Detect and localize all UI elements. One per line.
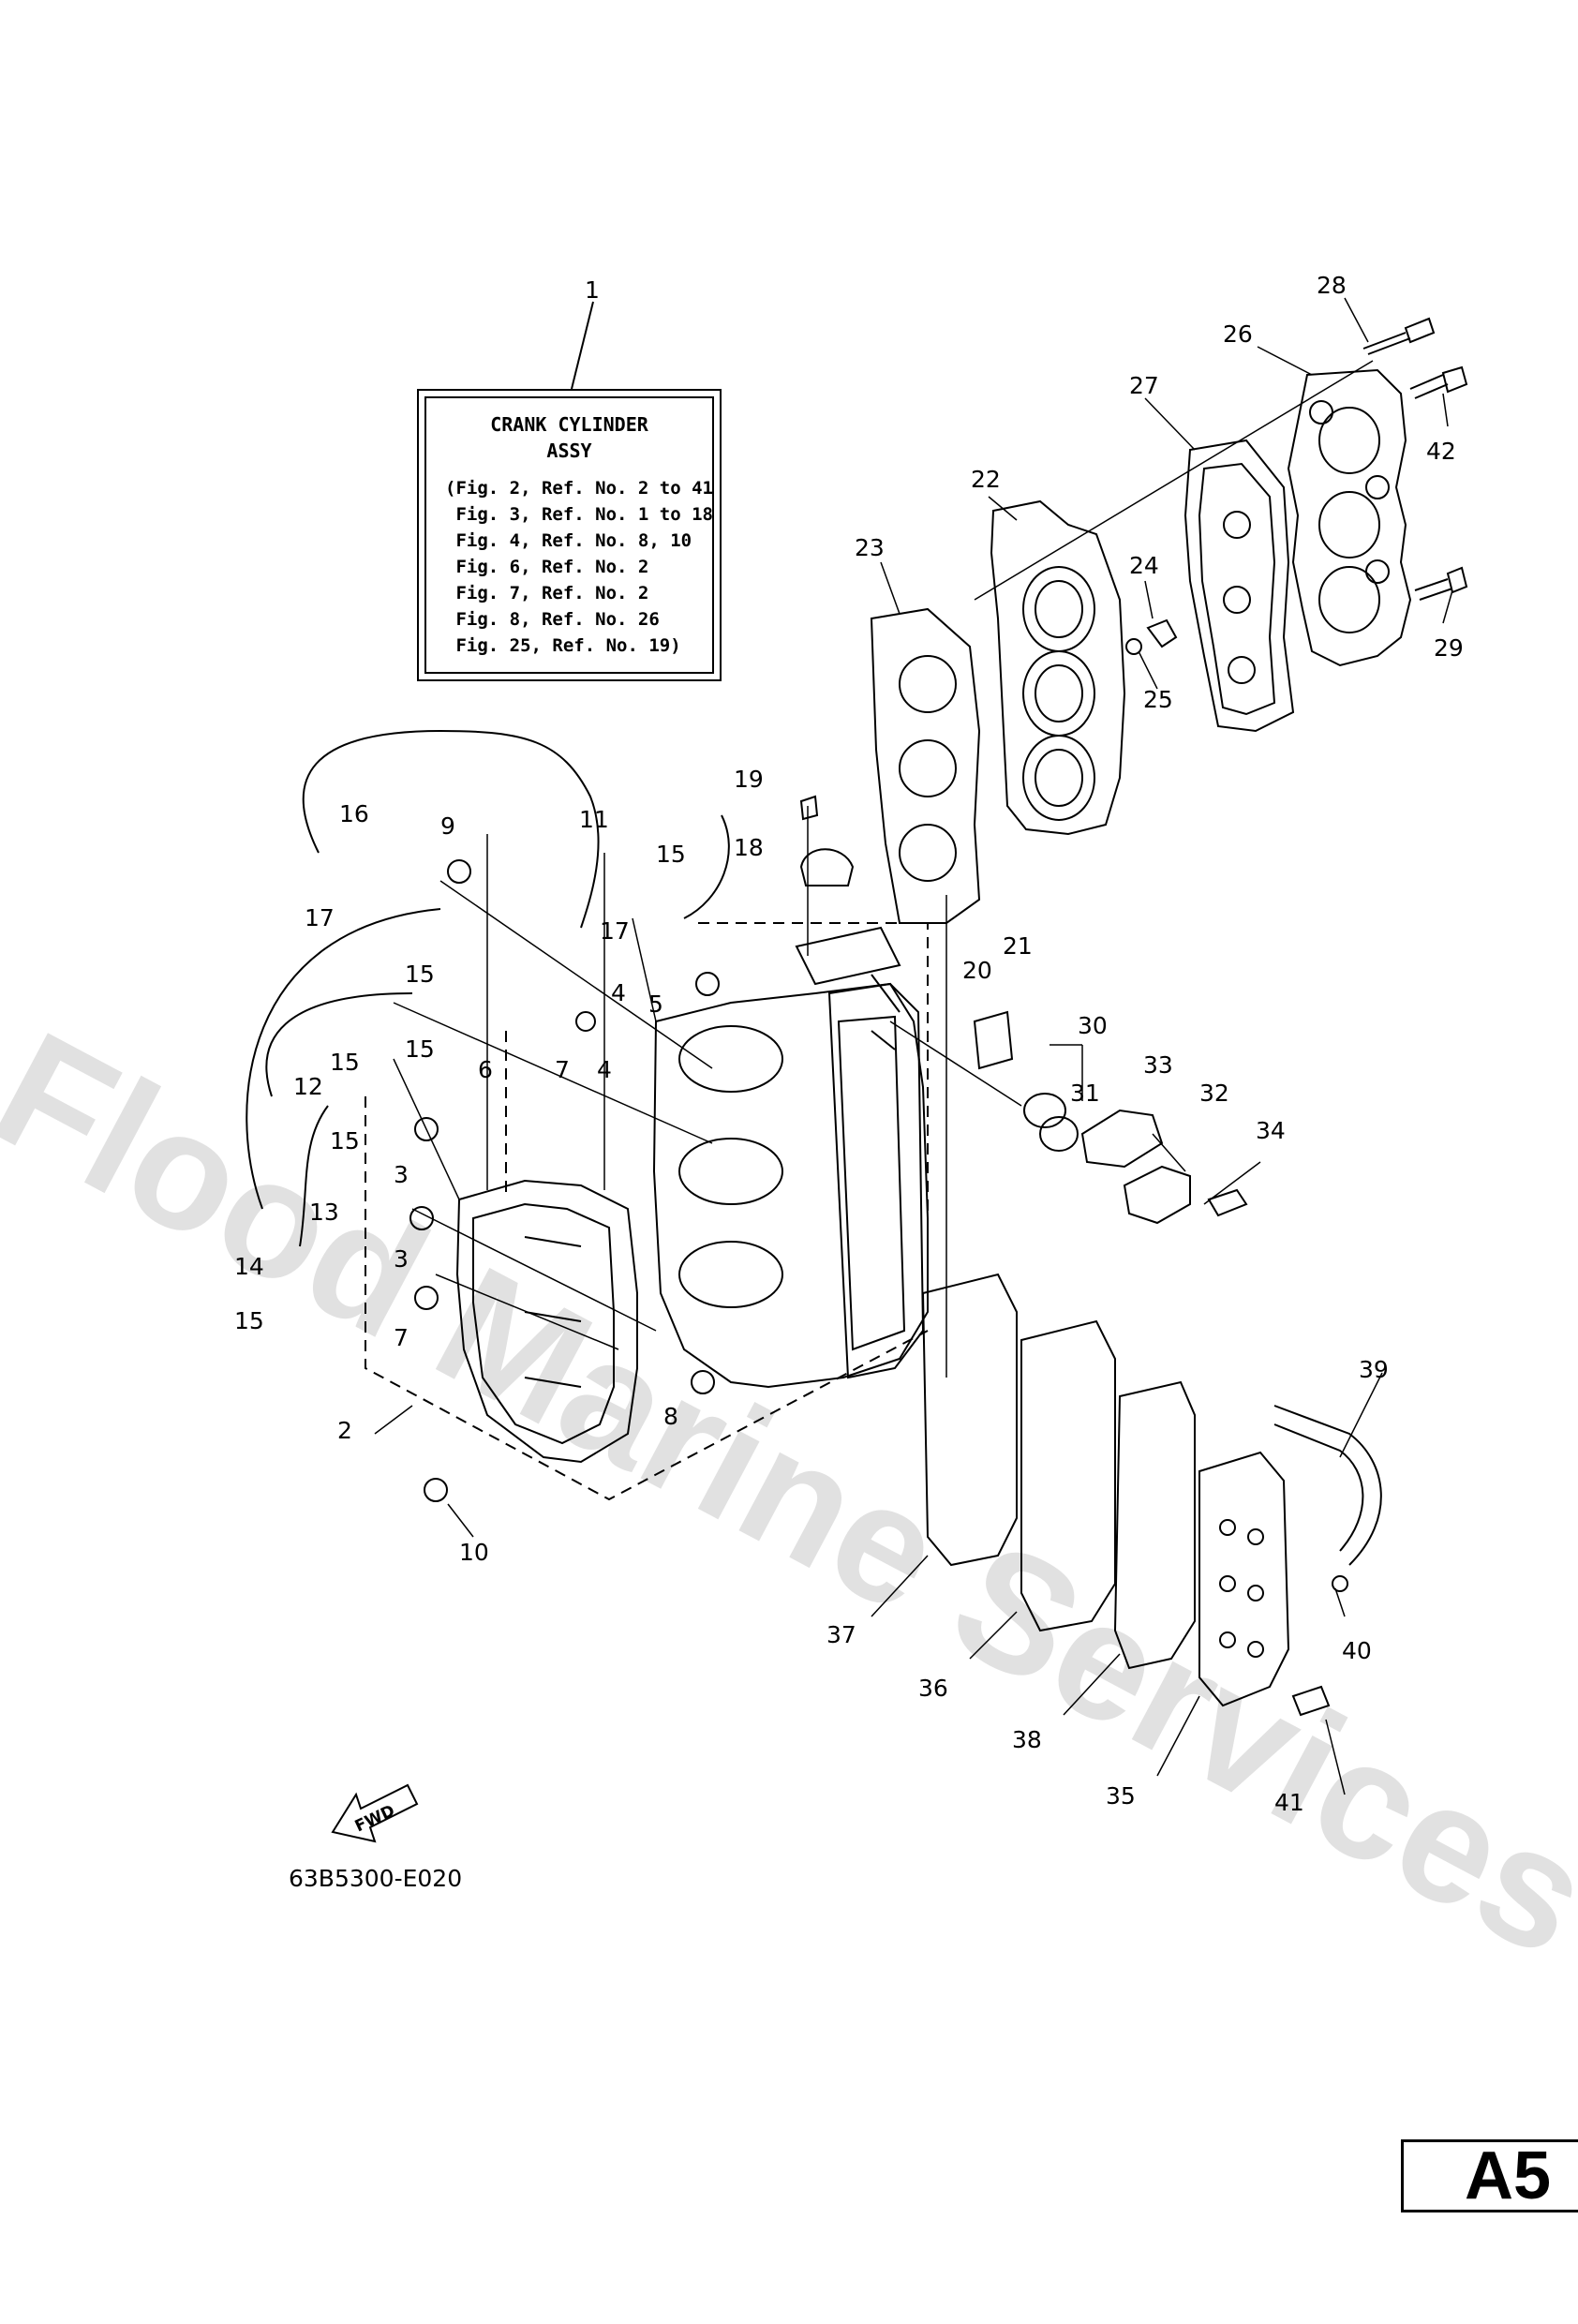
part-label-8: 8 <box>663 1403 678 1430</box>
part-label-19: 19 <box>734 766 764 793</box>
info-box-ref-2: Fig. 3, Ref. No. 1 to 18 <box>445 504 713 525</box>
part-label-36: 36 <box>918 1675 948 1702</box>
part-label-14: 14 <box>234 1253 264 1280</box>
part-label-3a: 3 <box>394 1161 409 1188</box>
part-label-13: 13 <box>309 1199 339 1226</box>
part-label-42: 42 <box>1426 438 1456 465</box>
part-label-10: 10 <box>459 1539 489 1566</box>
thermostat-group <box>799 795 1248 1225</box>
hoses <box>246 729 1382 1566</box>
fwd-label: FWD <box>352 1801 398 1836</box>
part-label-15e: 15 <box>330 1049 360 1076</box>
part-label-34: 34 <box>1256 1117 1286 1144</box>
info-box-ref-3: Fig. 4, Ref. No. 8, 10 <box>445 530 692 551</box>
part-label-15f: 15 <box>330 1127 360 1155</box>
part-label-35: 35 <box>1106 1782 1136 1810</box>
cylinder-block <box>652 926 929 1389</box>
part-label-39: 39 <box>1359 1356 1389 1383</box>
part-label-15a: 15 <box>234 1307 264 1334</box>
part-label-4a: 4 <box>611 979 626 1006</box>
part-label-41: 41 <box>1274 1789 1304 1816</box>
bolt-28 <box>1362 317 1436 355</box>
washer-25 <box>1125 638 1142 655</box>
part-label-6: 6 <box>478 1056 493 1083</box>
part-label-31: 31 <box>1070 1080 1100 1107</box>
info-box-ref-6: Fig. 8, Ref. No. 26 <box>445 609 660 630</box>
label-leaders <box>374 297 1453 1795</box>
part-label-26: 26 <box>1223 320 1253 348</box>
part-label-20: 20 <box>962 957 992 984</box>
part-label-11: 11 <box>579 806 609 833</box>
info-box-ref-1: (Fig. 2, Ref. No. 2 to 41 <box>445 478 713 499</box>
part-label-2: 2 <box>337 1417 352 1444</box>
assembly-outline-dashed <box>365 922 929 1501</box>
part-label-9: 9 <box>440 812 455 840</box>
part-label-3b: 3 <box>394 1245 409 1273</box>
part-label-17b: 17 <box>600 917 630 945</box>
part-label-15b: 15 <box>656 841 686 868</box>
diagram-code: 63B5300-E020 <box>289 1865 463 1892</box>
part-label-17a: 17 <box>305 904 335 931</box>
crankcase <box>455 1179 638 1464</box>
part-label-22: 22 <box>971 466 1001 493</box>
bolt-24 <box>1146 618 1178 648</box>
part-label-27: 27 <box>1129 372 1159 399</box>
part-label-18: 18 <box>734 834 764 861</box>
part-label-4b: 4 <box>597 1056 612 1083</box>
part-label-7b: 7 <box>394 1324 409 1351</box>
part-label-29: 29 <box>1434 634 1464 662</box>
assembly-info-box: CRANK CYLINDER ASSY (Fig. 2, Ref. No. 2 … <box>417 389 722 681</box>
part-label-23: 23 <box>855 534 885 561</box>
part-label-28: 28 <box>1317 272 1347 299</box>
fwd-arrow-icon <box>331 1783 419 1843</box>
cylinder-head-cover <box>1287 368 1412 667</box>
info-box-ref-7: Fig. 25, Ref. No. 19) <box>445 635 681 656</box>
part-label-38: 38 <box>1012 1726 1042 1753</box>
part-label-5: 5 <box>648 991 663 1018</box>
part-label-16: 16 <box>339 800 369 827</box>
cylinder-head <box>990 499 1126 836</box>
part-label-15c: 15 <box>405 961 435 988</box>
part-label-24: 24 <box>1129 552 1159 579</box>
part-label-21: 21 <box>1003 932 1033 960</box>
small-fittings <box>409 859 720 1502</box>
part-label-30: 30 <box>1078 1012 1108 1039</box>
part-label-33: 33 <box>1143 1051 1173 1079</box>
info-box-ref-5: Fig. 7, Ref. No. 2 <box>445 583 649 603</box>
part-label-40: 40 <box>1342 1637 1372 1664</box>
info-box-title: CRANK CYLINDER <box>490 413 648 436</box>
part-label-7a: 7 <box>555 1056 570 1083</box>
part-label-15d: 15 <box>405 1035 435 1063</box>
part-label-1: 1 <box>585 276 600 304</box>
info-box-subtitle: ASSY <box>546 439 592 462</box>
exhaust-cover-group <box>921 1273 1348 1717</box>
leader-1 <box>571 301 594 390</box>
info-box-ref-4: Fig. 6, Ref. No. 2 <box>445 557 649 577</box>
part-label-37: 37 <box>826 1621 856 1648</box>
spark-plug-42 <box>1409 365 1468 399</box>
page-id-box: A5 <box>1401 2139 1578 2212</box>
part-label-25: 25 <box>1143 686 1173 713</box>
bolt-29 <box>1414 566 1468 601</box>
part-label-32: 32 <box>1199 1080 1229 1107</box>
head-gasket <box>870 607 981 924</box>
head-cover-gasket <box>1184 439 1295 733</box>
part-label-12: 12 <box>293 1073 323 1100</box>
